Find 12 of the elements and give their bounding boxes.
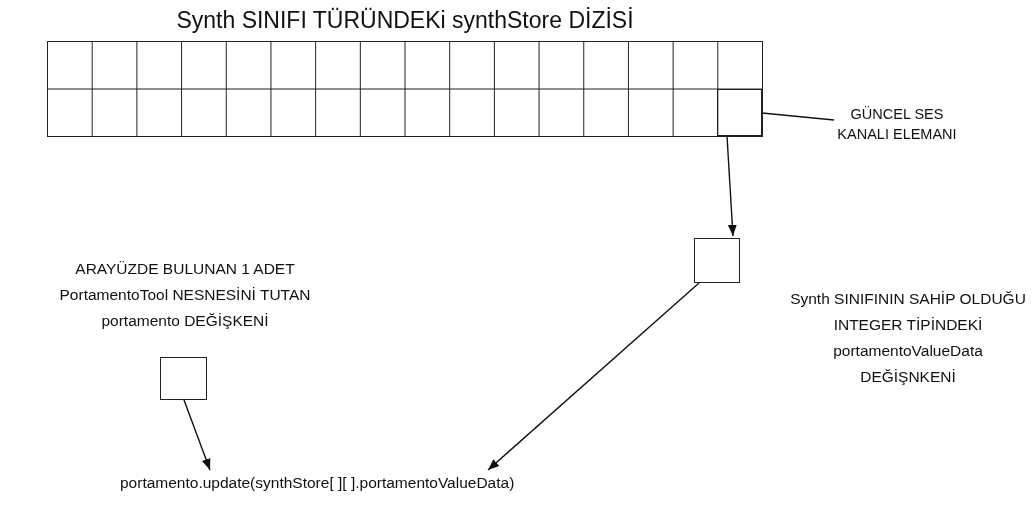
caption-text: Synth SINIFININ SAHİP OLDUĞU INTEGER TİPİNDEKİ portamentoValueData DEĞİŞNKENİ [789,289,1027,387]
array-cell [717,89,762,136]
arrow [726,135,737,237]
annotation-text: GÜNCEL SES KANALI ELEMANI [836,104,958,150]
array-title: Synth SINIFI TÜRÜNDEKi synthStore DİZİSİ [175,6,635,35]
variable-box [160,357,207,400]
variable-box [694,238,740,283]
leader-line [761,112,835,121]
code-text: portamento.update(synthStore[ ][ ].portamentoValueData) [120,472,610,494]
arrow [487,282,700,471]
caption-text: ARAYÜZDE BULUNAN 1 ADET PortamentoTool NESNESİNİ TUTAN portamento DEĞİŞKENİ [58,259,312,331]
arrow [183,399,211,471]
